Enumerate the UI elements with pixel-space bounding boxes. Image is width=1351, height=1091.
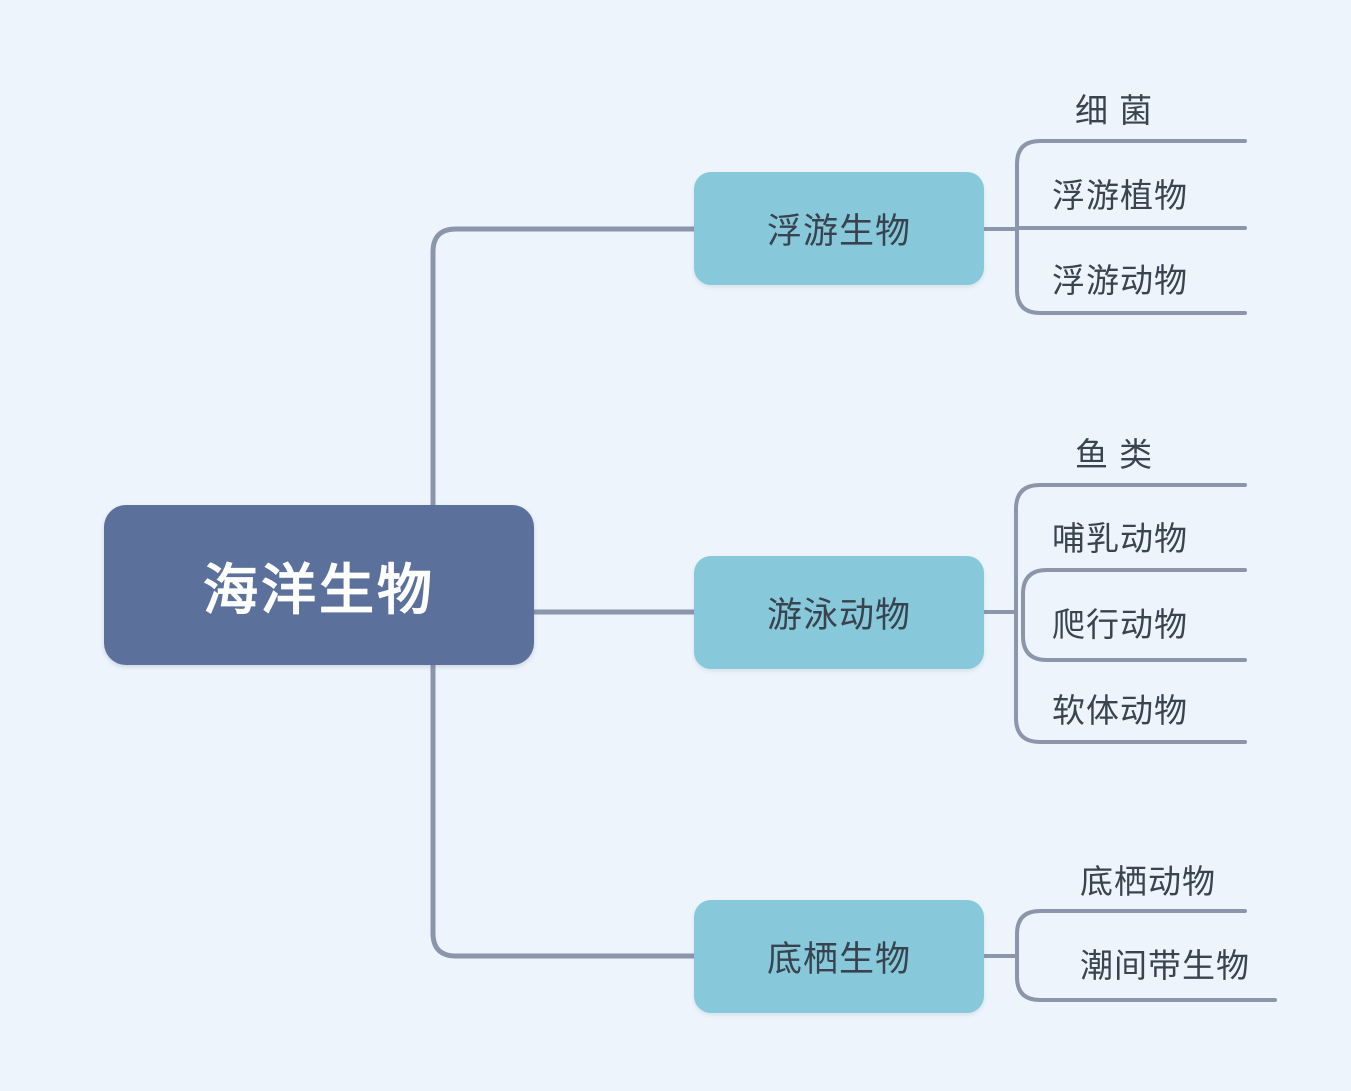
leaf-node-benthic-animals[interactable]: 底栖动物	[1080, 851, 1330, 907]
leaf-node-intertidal-organisms[interactable]: 潮间带生物	[1080, 935, 1350, 991]
leaf-node-label: 潮间带生物	[1080, 947, 1250, 984]
leaf-node-reptiles[interactable]: 爬行动物	[1052, 594, 1302, 650]
leaf-node-label: 软体动物	[1052, 692, 1188, 729]
branch-node-label: 游泳动物	[766, 596, 911, 635]
branch-node-label: 底栖生物	[766, 940, 911, 979]
root-node-label: 海洋生物	[202, 559, 435, 621]
leaf-node-fish[interactable]: 鱼 类	[1075, 424, 1325, 480]
branch-node-nekton[interactable]: 游泳动物	[694, 556, 984, 669]
leaf-node-label: 细 菌	[1075, 92, 1154, 129]
leaf-node-zooplankton[interactable]: 浮游动物	[1052, 250, 1302, 306]
leaf-node-label: 爬行动物	[1052, 606, 1188, 643]
connector-trunk-to-branch-1	[430, 226, 697, 255]
leaf-node-bacteria[interactable]: 细 菌	[1075, 80, 1325, 136]
leaf-node-label: 浮游植物	[1052, 177, 1188, 214]
branch-node-label: 浮游生物	[766, 212, 911, 251]
leaf-node-label: 哺乳动物	[1052, 520, 1188, 557]
leaf-node-label: 浮游动物	[1052, 262, 1188, 299]
leaf-node-mammals[interactable]: 哺乳动物	[1052, 508, 1302, 564]
branch-node-benthos[interactable]: 底栖生物	[694, 900, 984, 1013]
branch-node-plankton[interactable]: 浮游生物	[694, 172, 984, 285]
leaf-node-phytoplankton[interactable]: 浮游植物	[1052, 165, 1302, 221]
leaf-node-label: 鱼 类	[1075, 436, 1154, 473]
connector-trunk-to-branch-3	[430, 930, 697, 959]
root-node[interactable]: 海洋生物	[104, 505, 534, 665]
leaf-node-label: 底栖动物	[1080, 863, 1216, 900]
leaf-node-mollusks[interactable]: 软体动物	[1052, 680, 1302, 736]
